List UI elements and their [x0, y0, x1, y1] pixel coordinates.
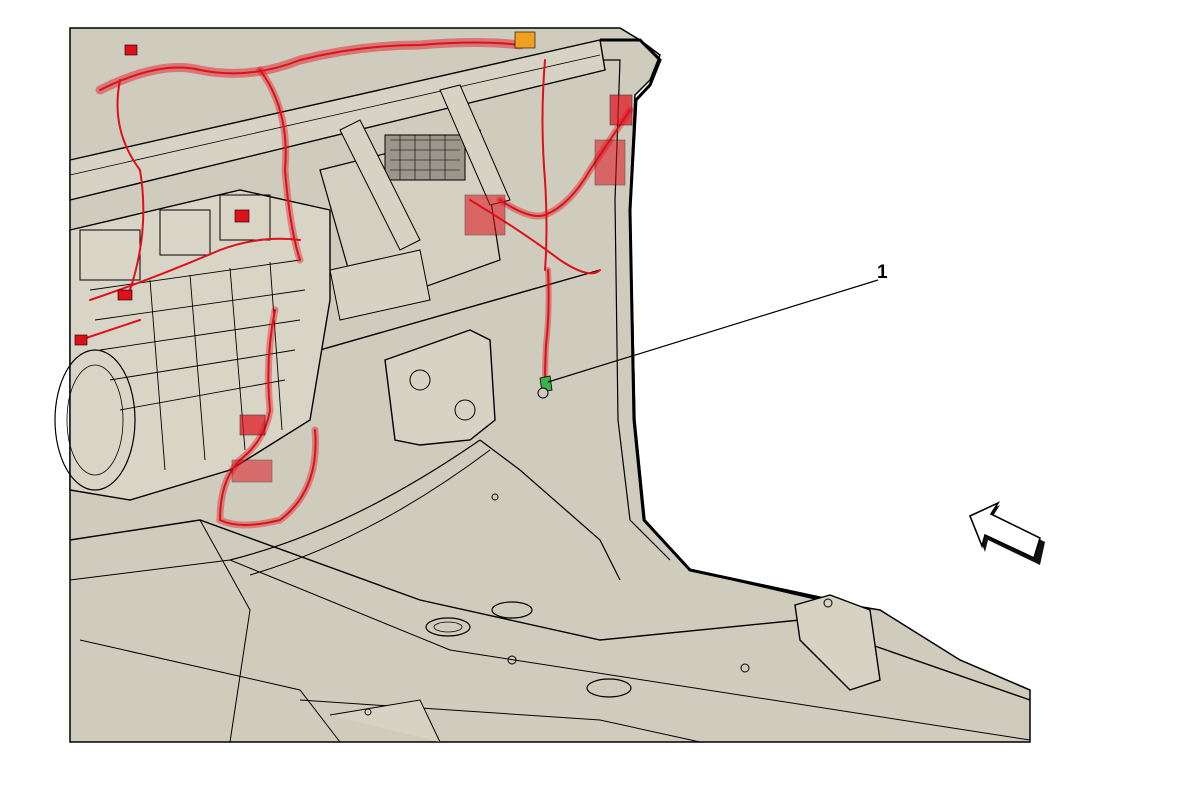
ground-terminal-green — [537, 375, 553, 399]
wiring-harness — [74, 31, 634, 529]
center-duct-assembly — [319, 84, 511, 321]
cross-car-beam — [69, 39, 606, 201]
callout-leader-line — [547, 279, 879, 383]
front-view-arrow-icon — [968, 501, 1045, 565]
dash-panel-bracket — [384, 329, 496, 446]
callout-label-1: 1 — [877, 262, 888, 283]
a-pillar — [600, 38, 831, 602]
seat-bracket — [794, 594, 881, 691]
a-pillar-inner — [585, 59, 671, 561]
